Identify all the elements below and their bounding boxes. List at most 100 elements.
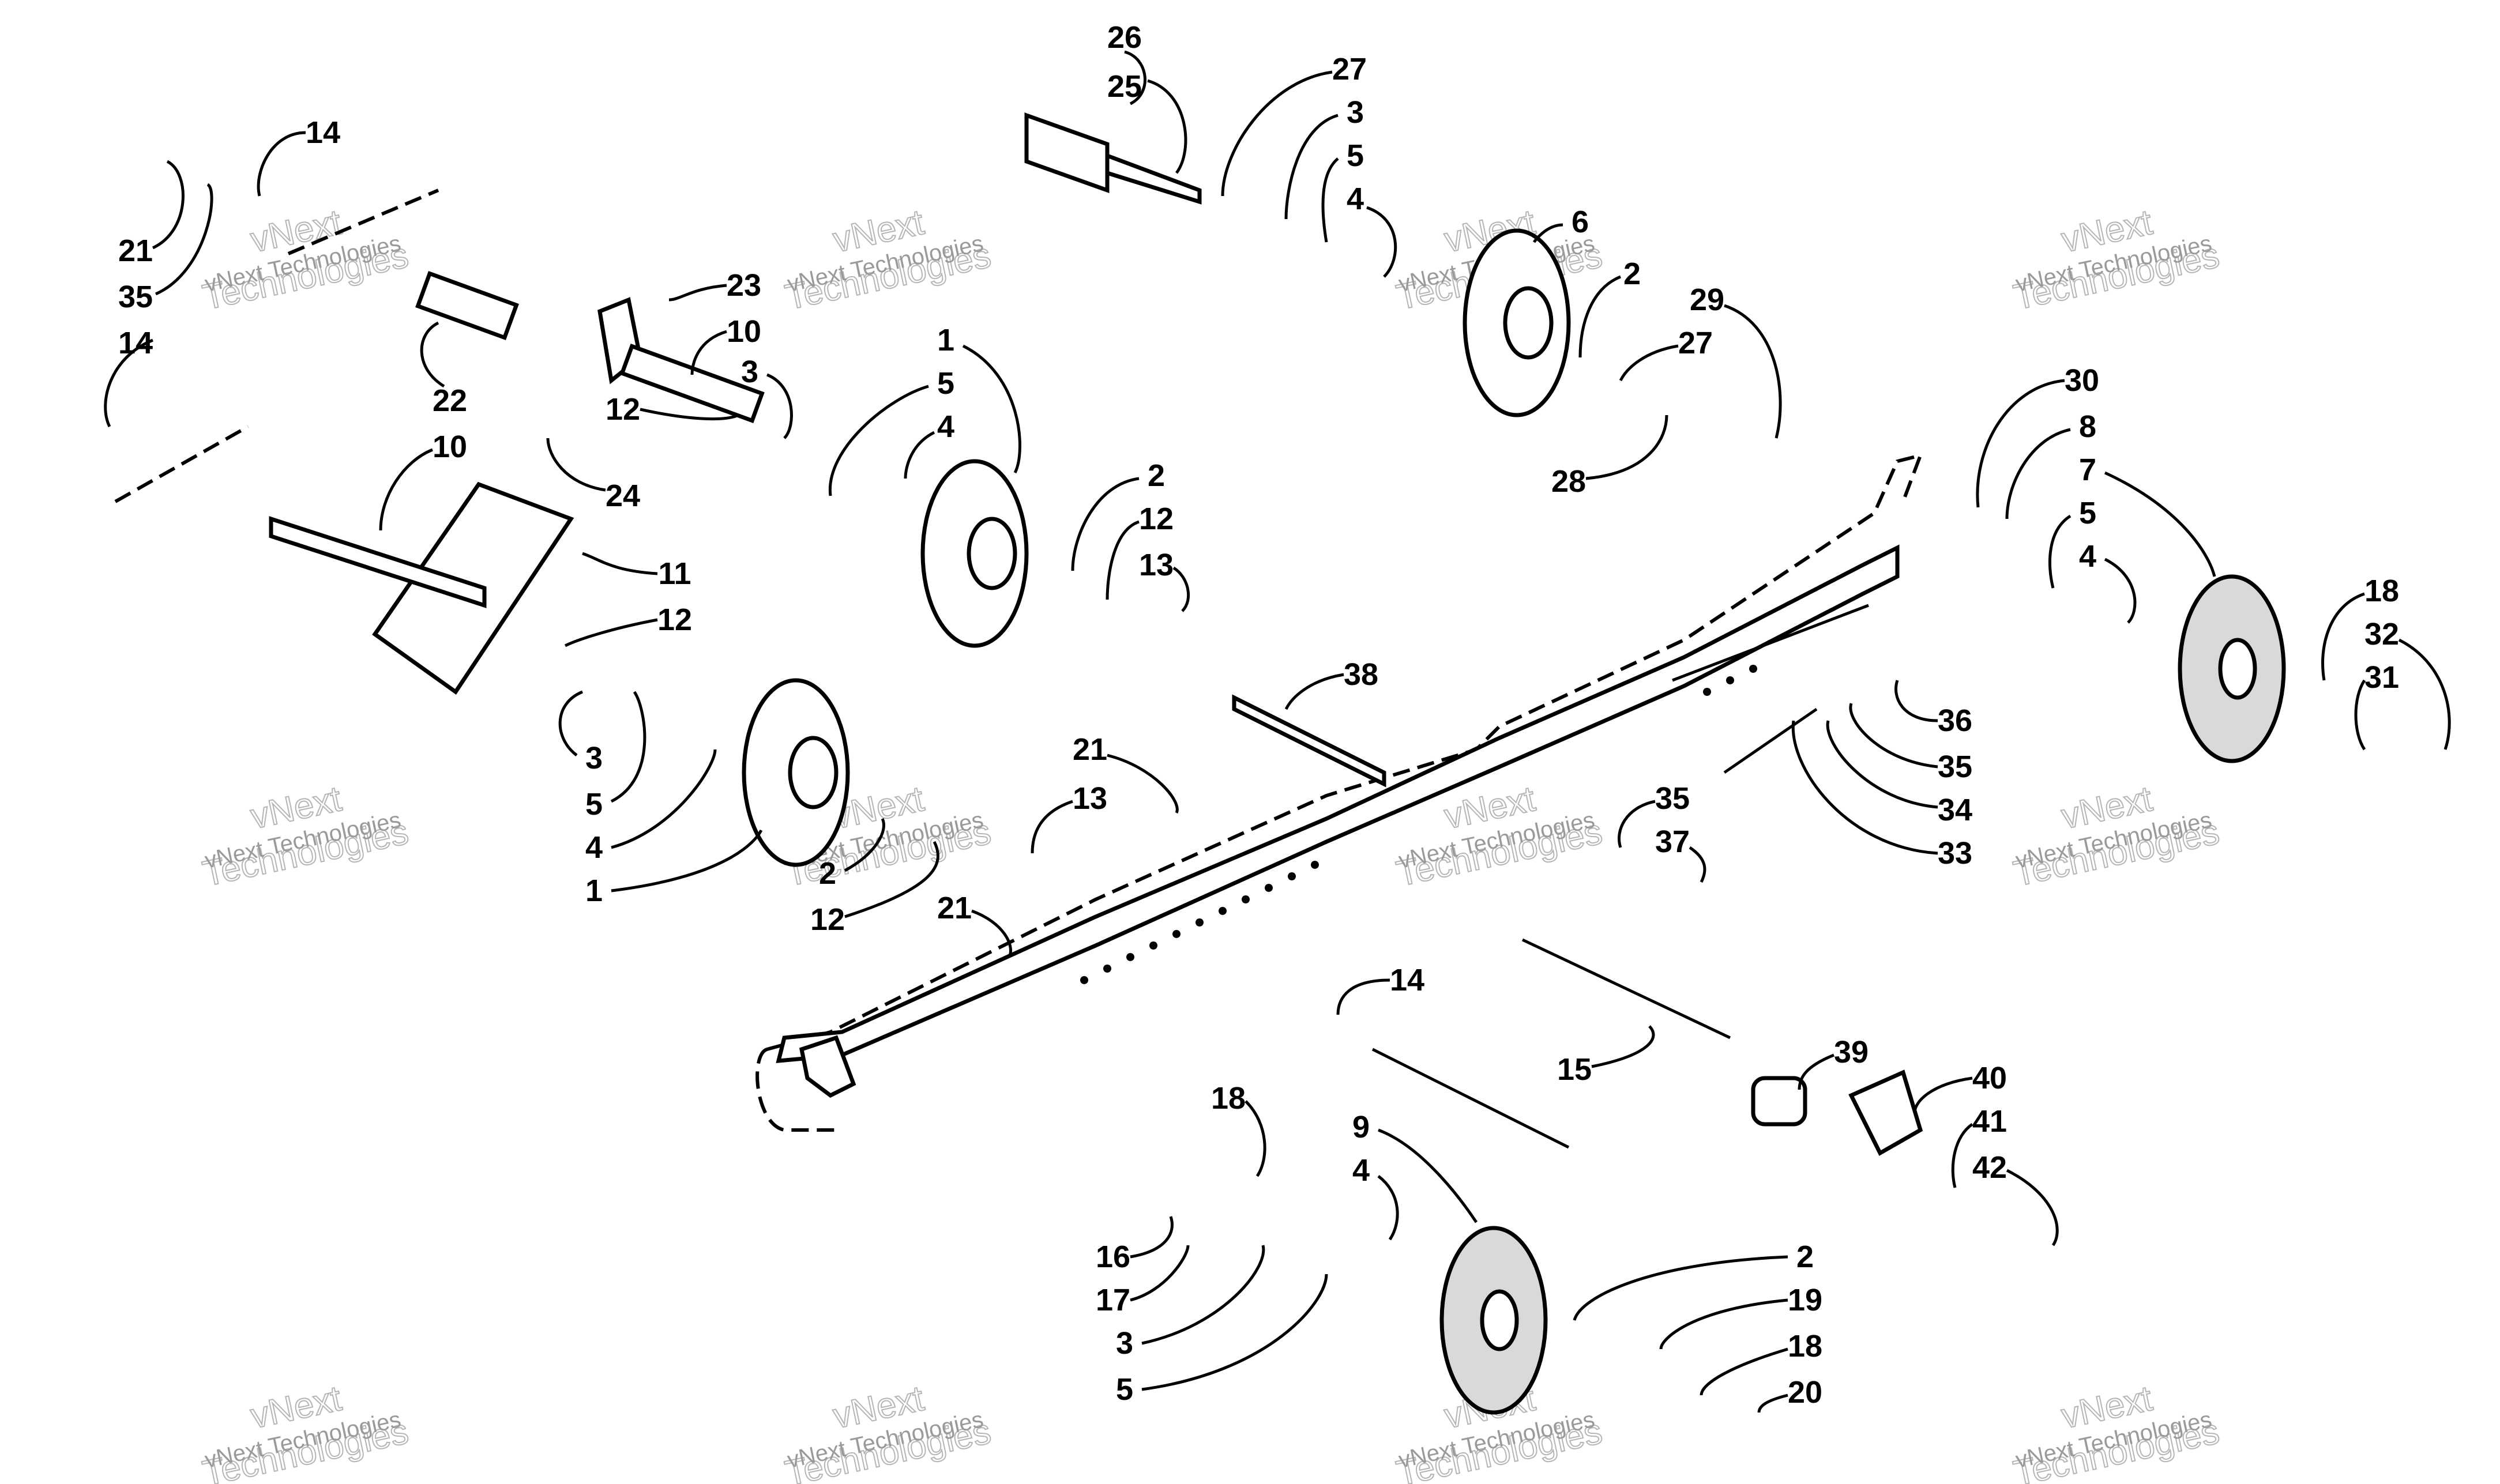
callout-3: 3 <box>1116 1245 1265 1361</box>
callout-leader-line <box>564 618 658 647</box>
callout-7: 7 <box>2079 453 2216 577</box>
callout-leader-line <box>640 408 739 421</box>
parts-layer <box>114 112 2286 1415</box>
callout-29: 29 <box>1690 283 1782 439</box>
callout-leader-line <box>1141 1245 1265 1345</box>
callout-number: 1 <box>585 873 603 908</box>
callout-number: 26 <box>1107 20 1142 55</box>
callout-number: 23 <box>727 268 761 303</box>
callout-number: 3 <box>1347 95 1364 130</box>
callout-4: 4 <box>904 409 954 479</box>
callout-8: 8 <box>2005 409 2096 519</box>
callout-4: 4 <box>1347 182 1397 278</box>
callout-leader-line <box>1130 1245 1190 1302</box>
callout-10: 10 <box>379 430 467 531</box>
callout-leader-line <box>1031 800 1073 854</box>
callout-number: 13 <box>1073 781 1107 816</box>
callout-leader-line <box>1689 846 1706 883</box>
callout-leader-line <box>1284 114 1339 220</box>
callout-leader-line <box>1071 477 1140 571</box>
callout-number: 35 <box>1655 781 1690 816</box>
callout-leader-line <box>766 373 793 439</box>
callout-37: 37 <box>1655 824 1706 883</box>
callout-leader-line <box>1336 978 1390 1015</box>
callout-number: 27 <box>1332 52 1367 86</box>
callout-2: 2 <box>819 818 885 891</box>
callout-13: 13 <box>1139 548 1190 612</box>
callout-number: 17 <box>1096 1283 1130 1317</box>
callout-number: 8 <box>2079 409 2096 444</box>
callout-number: 18 <box>1788 1329 1822 1364</box>
callout-number: 4 <box>937 409 954 444</box>
callout-number: 6 <box>1572 205 1589 239</box>
callout-42: 42 <box>1972 1150 2059 1246</box>
callout-number: 38 <box>1344 657 1378 692</box>
callout-leader-line <box>1124 50 1146 106</box>
callout-number: 21 <box>118 233 153 268</box>
callout-2: 2 <box>1573 1240 1814 1321</box>
callout-leader-line <box>379 448 433 531</box>
callout-leader-line <box>1757 1393 1788 1413</box>
callout-leader-line <box>904 431 935 479</box>
callout-28: 28 <box>1551 415 1668 499</box>
callout-number: 37 <box>1655 824 1690 859</box>
callout-number: 15 <box>1557 1052 1592 1087</box>
callout-15: 15 <box>1557 1025 1655 1087</box>
callout-leader-line <box>690 330 727 375</box>
callout-11: 11 <box>582 552 691 591</box>
callout-leader-line <box>420 321 445 388</box>
callout-leader-line <box>668 284 727 302</box>
callout-3: 3 <box>741 355 793 439</box>
callout-number: 25 <box>1107 69 1142 104</box>
callout-leader-line <box>1791 720 1938 855</box>
callout-leader-line <box>1724 304 1782 439</box>
callout-leader-line <box>2398 638 2451 750</box>
callout-leader-line <box>1377 1175 1399 1241</box>
callout-40: 40 <box>1913 1061 2007 1113</box>
callout-leader-line <box>1573 1255 1788 1321</box>
callout-number: 2 <box>1148 458 1165 493</box>
callout-34: 34 <box>1826 720 1972 827</box>
callout-26: 26 <box>1107 20 1146 106</box>
callout-leader-line <box>1578 275 1621 358</box>
callout-number: 3 <box>741 355 758 389</box>
callout-number: 10 <box>727 314 761 349</box>
callout-leader-line <box>1659 1298 1788 1350</box>
callout-number: 28 <box>1551 464 1586 499</box>
callout-number: 5 <box>937 366 954 401</box>
callout-leader-line <box>1147 79 1187 174</box>
callout-number: 21 <box>937 891 972 925</box>
callout-number: 5 <box>1116 1372 1133 1407</box>
callout-4: 4 <box>2079 539 2137 624</box>
callout-number: 2 <box>1796 1240 1814 1274</box>
callout-number: 13 <box>1139 548 1174 582</box>
callout-number: 29 <box>1690 283 1724 317</box>
callout-leader-line <box>1107 754 1179 814</box>
callout-leader-line <box>610 691 646 803</box>
callout-number: 5 <box>1347 138 1364 173</box>
callout-39: 39 <box>1798 1035 1869 1090</box>
callout-number: 18 <box>1211 1081 1246 1116</box>
callout-leader-line <box>1585 415 1668 480</box>
callout-leader-line <box>1619 344 1679 382</box>
callout-leader-line <box>582 552 658 575</box>
callout-12: 12 <box>606 392 739 427</box>
callout-number: 12 <box>606 392 640 427</box>
callout-number: 36 <box>1938 703 1972 738</box>
callout-leader-line <box>104 338 153 428</box>
callout-number: 4 <box>1352 1153 1370 1188</box>
callout-21: 21 <box>937 891 1012 958</box>
callout-31: 31 <box>2354 660 2399 751</box>
callout-number: 9 <box>1352 1110 1370 1144</box>
callout-leader-line <box>1591 1025 1655 1068</box>
callout-number: 3 <box>585 741 603 775</box>
callout-18: 18 <box>1700 1329 1822 1396</box>
callout-number: 22 <box>433 383 467 418</box>
callout-1: 1 <box>585 829 763 908</box>
